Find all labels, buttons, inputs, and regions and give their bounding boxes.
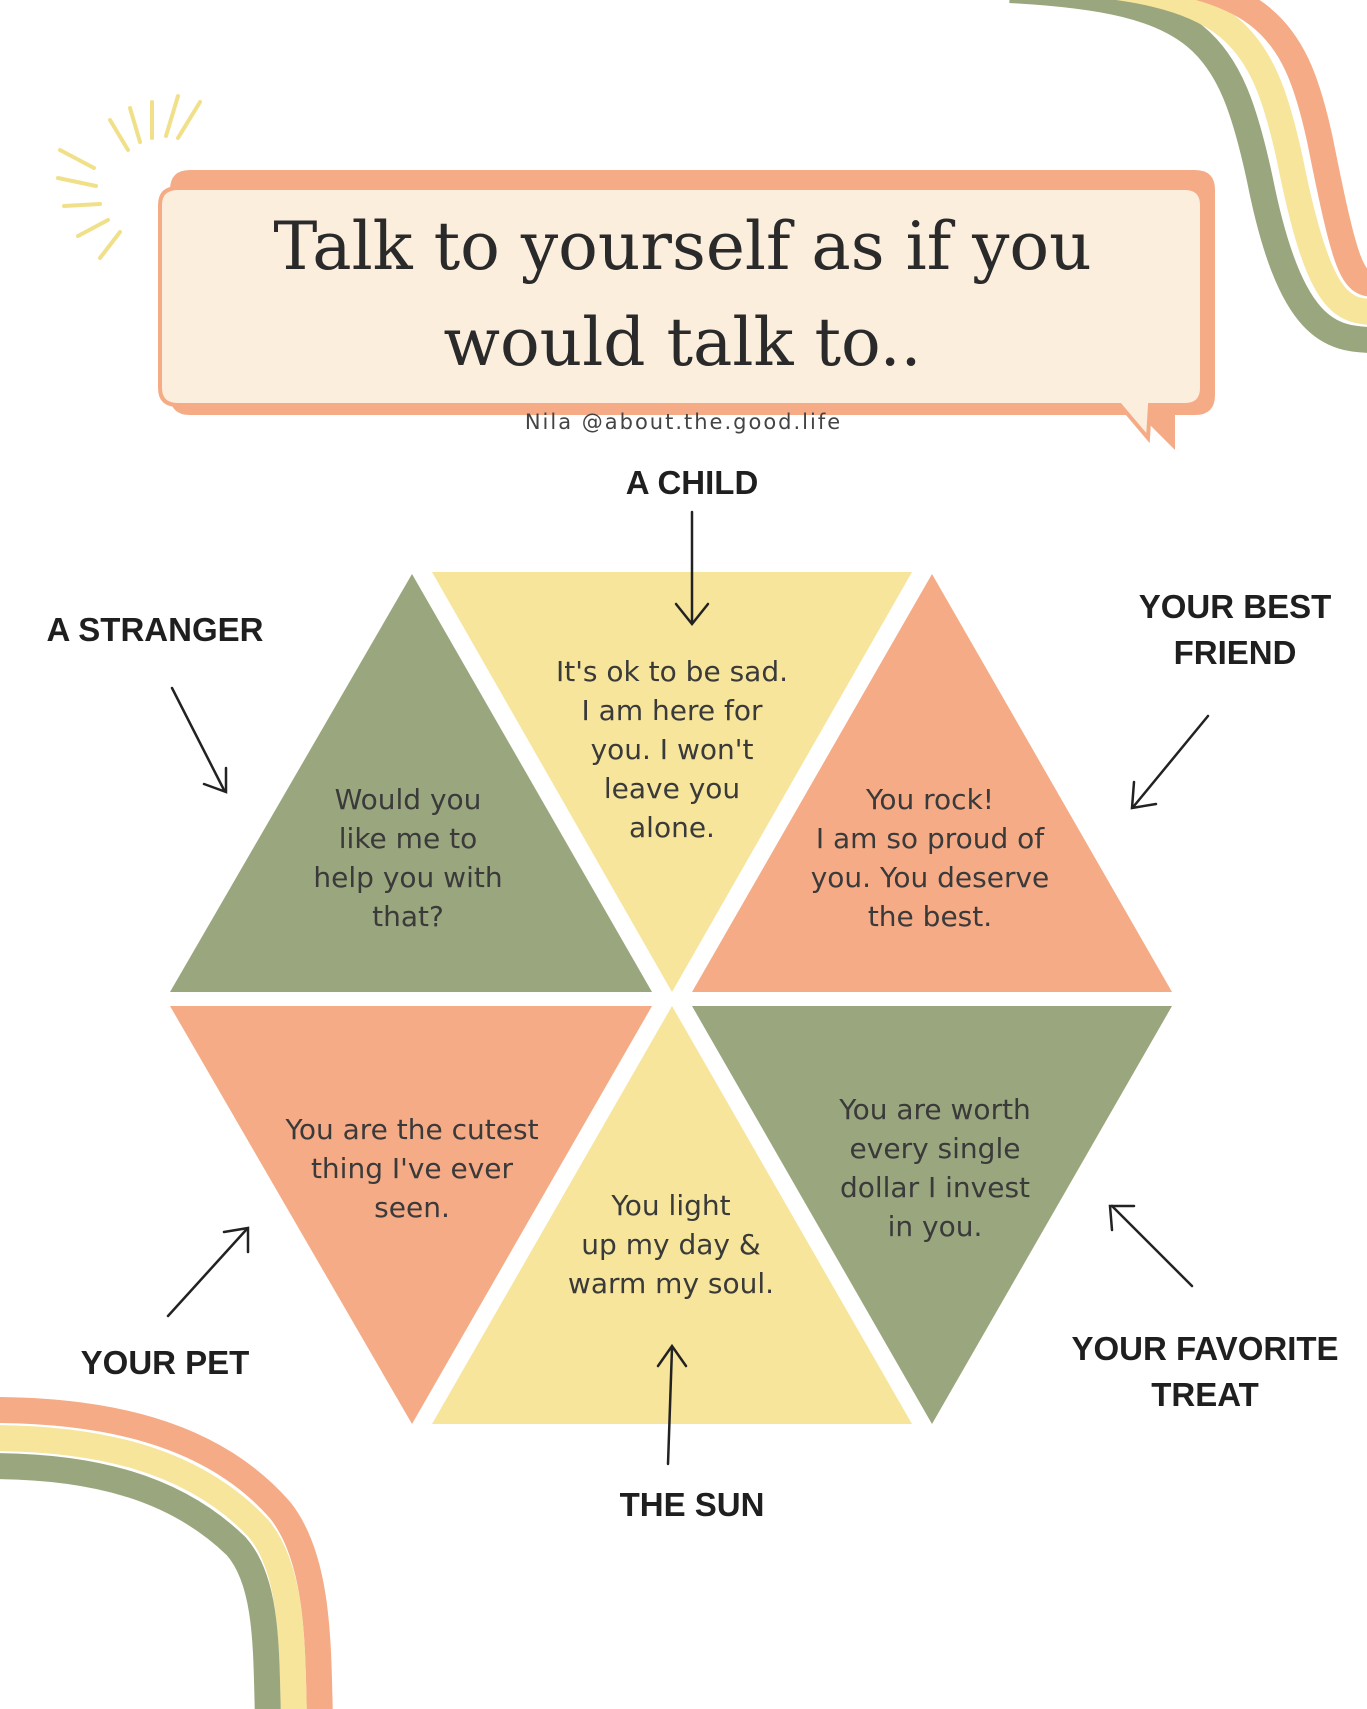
message-line: up my day &: [581, 1228, 761, 1261]
message-line: I am so proud of: [815, 822, 1045, 855]
message-line: You are worth: [839, 1093, 1031, 1126]
triangle-favorite-treat: [692, 1006, 1172, 1424]
message-line: It's ok to be sad.: [556, 655, 788, 688]
label-a-child: A CHILD: [625, 464, 759, 501]
message-favorite-treat: You are worth every single dollar I inve…: [800, 1090, 1070, 1246]
message-line: leave you: [603, 772, 741, 805]
message-line: You are the cutest: [285, 1113, 539, 1146]
arrow-icon: [166, 510, 1210, 1466]
message-line: help you with: [313, 861, 503, 894]
triangle-your-pet: [170, 1006, 652, 1424]
sun-rays-icon: [56, 94, 202, 260]
message-line: that?: [372, 900, 444, 933]
page-title: Talk to yourself as if you would talk to…: [160, 190, 1205, 400]
label-best-friend-line-2: FRIEND: [1173, 634, 1297, 671]
title-line-2: would talk to..: [443, 304, 922, 381]
message-line: Would you: [334, 783, 482, 816]
rainbow-stripes-icon: [1009, 0, 1367, 353]
message-line: every single: [849, 1132, 1021, 1165]
message-line: you. You deserve: [810, 861, 1050, 894]
message-best-friend: You rock! I am so proud of you. You dese…: [790, 780, 1070, 936]
triangle-a-stranger: [170, 574, 652, 992]
speech-bubble-icon: [158, 170, 1215, 450]
message-line: warm my soul.: [567, 1267, 775, 1300]
message-line: thing I've ever: [310, 1152, 514, 1185]
message-line: seen.: [374, 1191, 450, 1224]
triangle-a-child: [432, 572, 912, 992]
message-line: You light: [611, 1189, 731, 1222]
label-favorite-treat: YOUR FAVORITE TREAT: [1050, 1326, 1360, 1418]
message-line: the best.: [867, 900, 993, 933]
hexagon-diagram: [170, 572, 1172, 1424]
rainbow-stripes-icon: [0, 1397, 333, 1709]
message-the-sun: You light up my day & warm my soul.: [546, 1186, 796, 1303]
message-line: in you.: [887, 1210, 983, 1243]
message-line: You rock!: [865, 783, 995, 816]
message-line: dollar I invest: [839, 1171, 1031, 1204]
label-favorite-treat-line-2: TREAT: [1151, 1376, 1259, 1413]
message-line: I am here for: [581, 694, 763, 727]
label-your-pet: YOUR PET: [80, 1344, 250, 1381]
message-a-child: It's ok to be sad. I am here for you. I …: [542, 652, 802, 847]
label-the-sun: THE SUN: [619, 1486, 765, 1523]
message-your-pet: You are the cutest thing I've ever seen.: [262, 1110, 562, 1227]
triangle-the-sun: [432, 1006, 912, 1424]
label-best-friend-line-1: YOUR BEST: [1138, 588, 1332, 625]
title-line-1: Talk to yourself as if you: [273, 208, 1092, 285]
label-favorite-treat-line-1: YOUR FAVORITE: [1071, 1330, 1339, 1367]
message-line: alone.: [629, 811, 715, 844]
label-a-stranger: A STRANGER: [46, 611, 264, 648]
message-a-stranger: Would you like me to help you with that?: [278, 780, 538, 936]
message-line: you. I won't: [590, 733, 754, 766]
message-line: like me to: [338, 822, 478, 855]
label-best-friend: YOUR BEST FRIEND: [1110, 584, 1360, 676]
author-credit: Nila @about.the.good.life: [524, 410, 843, 434]
triangle-best-friend: [692, 574, 1172, 992]
